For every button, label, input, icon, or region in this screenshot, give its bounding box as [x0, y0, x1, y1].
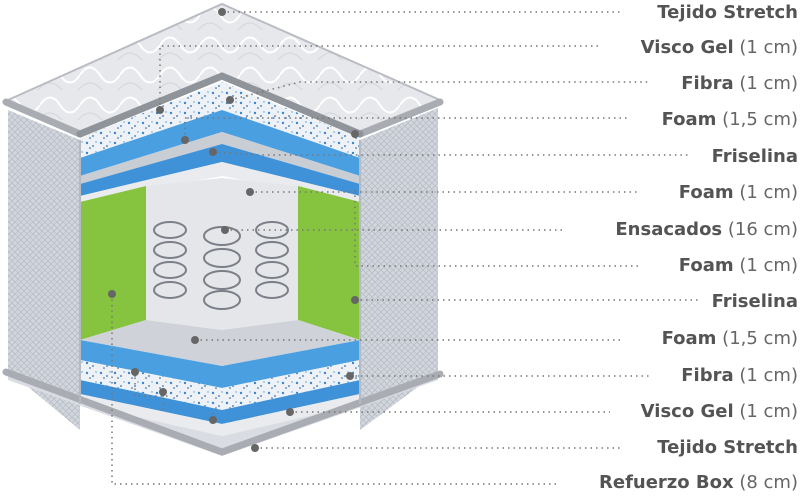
lower-visco-layer	[80, 360, 360, 410]
layer-label-visco-gel-bottom: Visco Gel (1 cm)	[641, 399, 798, 425]
layer-label-visco-gel-top: Visco Gel (1 cm)	[641, 35, 798, 61]
layer-name: Friselina	[711, 291, 798, 312]
layer-size: (8 cm)	[739, 472, 798, 493]
upper-friselina	[80, 132, 360, 184]
layer-label-fibra-bottom: Fibra (1 cm)	[681, 363, 798, 389]
layer-label-friselina-bottom: Friselina	[712, 289, 798, 315]
layer-size: (16 cm)	[727, 219, 798, 240]
layer-name: Foam	[661, 328, 717, 349]
lower-foam-layer	[80, 340, 360, 388]
layer-name: Fibra	[681, 73, 734, 94]
left-green-foam	[80, 186, 146, 340]
layer-label-refuerzo-box: Refuerzo Box (8 cm)	[599, 470, 798, 496]
layer-name: Foam	[678, 255, 734, 276]
layer-label-tejido-stretch-bottom: Tejido Stretch	[657, 435, 798, 461]
layer-label-fibra-top: Fibra (1 cm)	[681, 71, 798, 97]
leader-dots	[108, 8, 359, 452]
layer-name: Foam	[678, 182, 734, 203]
layer-name: Friselina	[711, 146, 798, 167]
layer-label-foam-lower-thin: Foam (1 cm)	[679, 253, 798, 279]
layer-label-foam-upper-thin: Foam (1 cm)	[679, 180, 798, 206]
layer-name: Fibra	[681, 365, 734, 386]
lower-foam-thin	[80, 380, 360, 424]
bottom-surface	[8, 370, 438, 456]
layer-name: Tejido Stretch	[657, 437, 798, 458]
upper-foam-thin	[80, 144, 360, 196]
layer-size: (1 cm)	[739, 401, 798, 422]
right-green-foam	[298, 186, 360, 340]
layer-label-ensacados: Ensacados (16 cm)	[615, 217, 798, 243]
layer-size: (1,5 cm)	[722, 328, 798, 349]
layer-label-tejido-stretch-top: Tejido Stretch	[657, 0, 798, 26]
layer-label-foam-top: Foam (1,5 cm)	[662, 107, 798, 133]
layer-size: (1 cm)	[739, 365, 798, 386]
layer-size: (1 cm)	[739, 255, 798, 276]
leader-lines	[111, 11, 698, 485]
right-side-panel	[360, 108, 438, 430]
top-piping	[2, 98, 84, 138]
spring-core	[146, 178, 298, 330]
bottom-piping	[2, 368, 444, 456]
layer-size: (1 cm)	[739, 182, 798, 203]
layer-name: Foam	[661, 109, 717, 130]
layer-name: Tejido Stretch	[657, 2, 798, 23]
layer-size: (1,5 cm)	[722, 109, 798, 130]
pocket-springs	[153, 221, 289, 310]
upper-visco-layer	[80, 82, 360, 158]
upper-foam-layer	[80, 110, 360, 176]
layer-name: Refuerzo Box	[599, 472, 734, 493]
layer-size: (1 cm)	[739, 73, 798, 94]
layer-label-foam-bottom: Foam (1,5 cm)	[662, 326, 798, 352]
left-side-panel	[8, 110, 80, 430]
layer-name: Ensacados	[615, 219, 723, 240]
layer-name: Visco Gel	[640, 401, 734, 422]
layer-label-friselina-top: Friselina	[712, 144, 798, 170]
lower-friselina	[80, 320, 360, 366]
layer-size: (1 cm)	[739, 37, 798, 58]
top-quilted-surface	[8, 4, 440, 132]
layer-name: Visco Gel	[640, 37, 734, 58]
